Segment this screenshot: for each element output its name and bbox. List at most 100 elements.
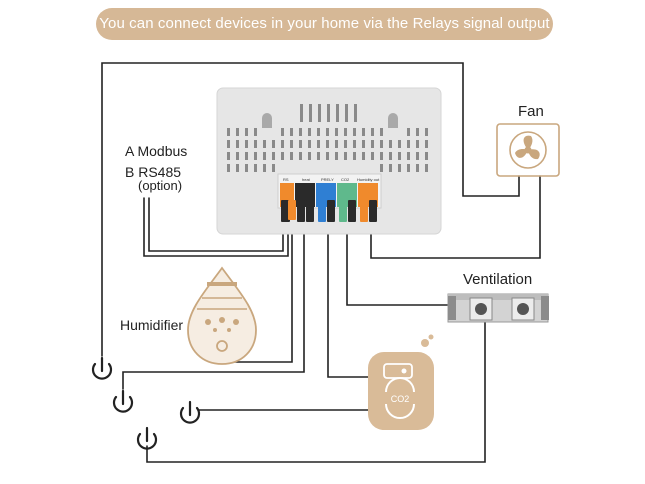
power-icons [91,356,201,450]
vent-slot [263,164,266,172]
vent-slot [380,152,383,160]
vent-slot [263,140,266,148]
vent-slot [290,140,293,148]
vent-slot [398,152,401,160]
vent-slot [380,128,383,136]
vent-slot [281,152,284,160]
vent-slot [362,152,365,160]
vent-slot [318,112,321,122]
terminal-labels: RS heat PRELY CO2 Humidity out [283,177,380,182]
wire-humidifier-bottom [122,221,305,390]
vent-slot [371,128,374,136]
ventilation-unit-icon [447,293,549,323]
vent-slot [371,140,374,148]
fan-frame [496,123,560,177]
vent-slot [227,164,230,172]
vent-slot [327,104,330,114]
vent-slot [362,128,365,136]
ventilation-label: Ventilation [463,271,533,288]
vent-slot [407,152,410,160]
vent-slot [290,128,293,136]
vent-slot [317,152,320,160]
vent-slot [425,140,428,148]
vent-slot [326,152,329,160]
co2-label: CO2 [391,394,410,404]
controller-body [216,87,442,235]
vent-slot [326,128,329,136]
option-label: (option) [138,178,183,193]
vent-slot [236,164,239,172]
vent-slot [227,140,230,148]
vent-slot [245,164,248,172]
vent-slot [389,140,392,148]
vent-slot [236,128,239,136]
humidifier-label: Humidifier [120,317,184,333]
vent-slot [227,128,230,136]
vent-slot [254,152,257,160]
wire-fan-loop [101,62,520,357]
terminal-label-heat: heat [302,177,311,182]
terminal-label-rs: RS [283,177,289,182]
vent-slot [245,152,248,160]
vent-slot [236,152,239,160]
vent-slot [309,112,312,122]
vent-slot [336,104,339,114]
vent-slot [300,112,303,122]
wire-power4-ventilation [146,321,486,463]
vent-slot [263,152,266,160]
vent-slot [281,140,284,148]
vent-slot [389,152,392,160]
wire-ventilation [346,221,449,306]
vent-slot [317,128,320,136]
vent-slot [300,104,303,114]
vent-slot [272,152,275,160]
vent-slot [308,128,311,136]
terminal-label-co2: CO2 [341,177,350,182]
vent-slot [318,104,321,114]
vent-slot [380,140,383,148]
vent-slot [335,128,338,136]
co2-sensor-icon: CO2 [368,334,434,430]
vent-slot [344,152,347,160]
vent-slot [416,164,419,172]
vent-slot [336,112,339,122]
fan-label: Fan [518,103,544,120]
wire-rs485-a [143,197,289,257]
fan-ring [509,131,547,169]
mount-hole-left [262,113,272,128]
vent-slot [335,140,338,148]
rs485-label: B RS485 [125,164,182,180]
power-icon [179,400,201,424]
mount-hole-right [388,113,398,128]
vent-slot [425,152,428,160]
vent-slot [371,152,374,160]
modbus-label: A Modbus [125,143,188,159]
vent-slot [416,152,419,160]
mount-holes [262,113,398,128]
terminal-label-prely: PRELY [321,177,334,182]
header-banner: You can connect devices in your home via… [96,8,553,40]
vent-slot [281,128,284,136]
vent-slots [227,104,428,172]
vent-slot [345,104,348,114]
vent-slot [254,128,257,136]
vent-slot [398,164,401,172]
vent-slot [299,140,302,148]
vent-slot [425,128,428,136]
vent-slot [308,152,311,160]
vent-slot [362,140,365,148]
vent-slot [290,152,293,160]
humidifier-body [187,266,257,365]
power-icon [91,356,113,380]
vent-slot [327,112,330,122]
vent-slot [416,128,419,136]
vent-slot [245,140,248,148]
vent-slot [254,164,257,172]
vent-slot [389,164,392,172]
vent-slot [272,164,275,172]
vent-slot [407,164,410,172]
vent-slot [407,128,410,136]
vent-slot [326,140,329,148]
fan-icon [496,123,560,177]
vent-slot [407,140,410,148]
